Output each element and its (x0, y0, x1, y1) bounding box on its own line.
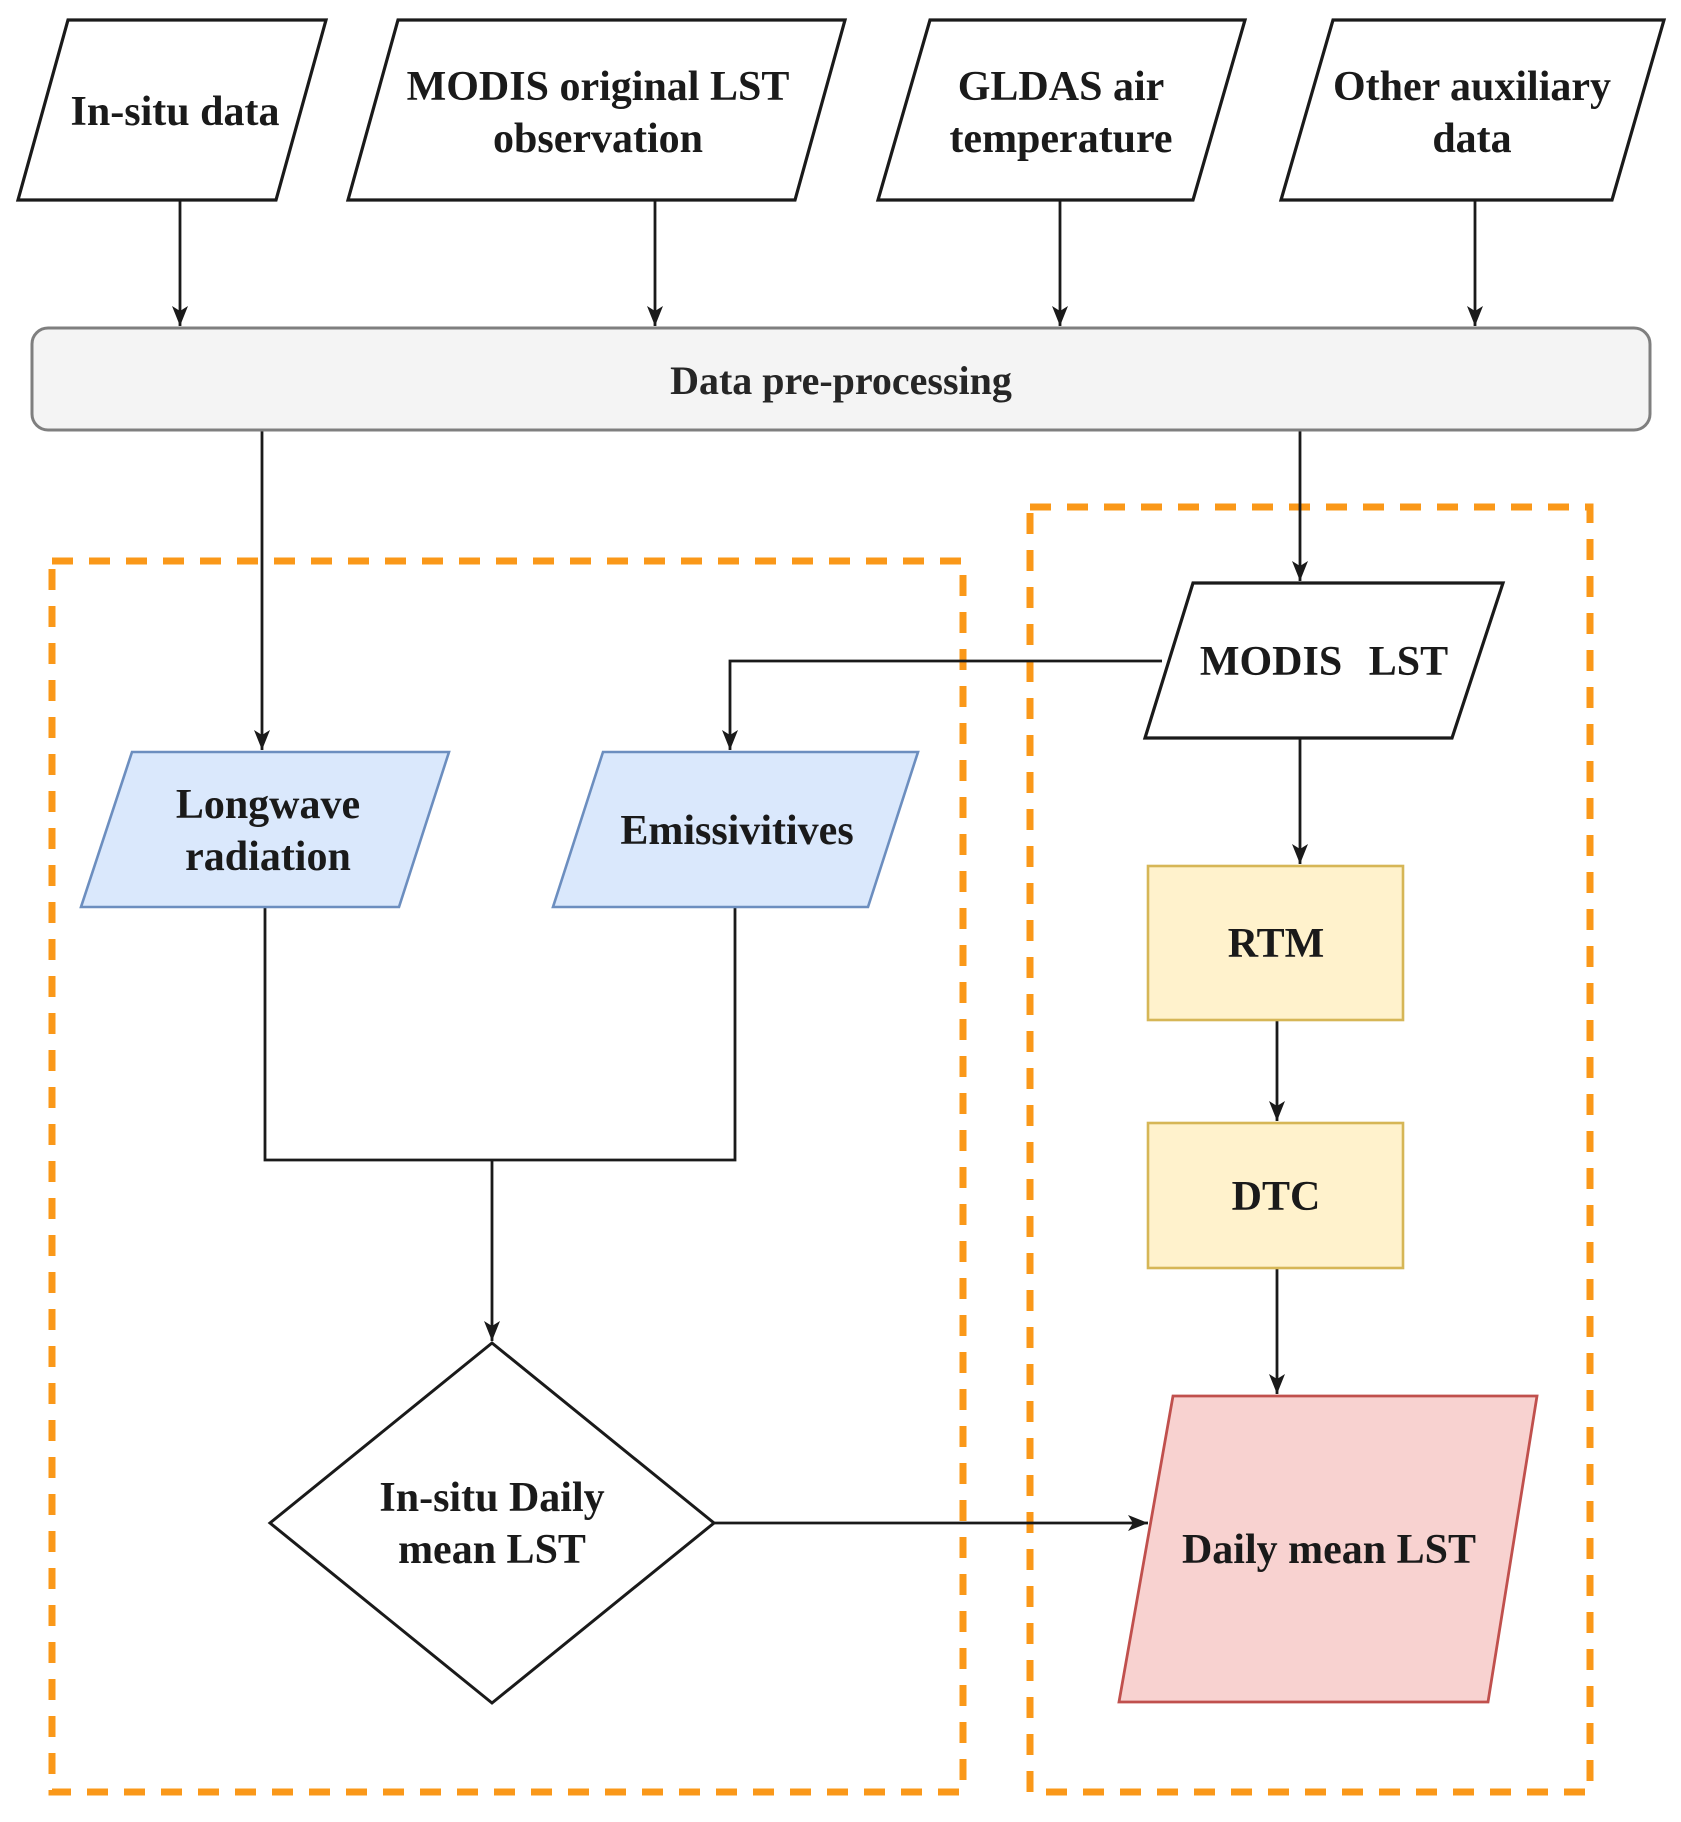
emissivities-label: Emissivitives (620, 808, 853, 854)
gldas-air-temperature-node (875, 18, 1248, 202)
daily-mean-lst-label: Daily mean LST (1182, 1527, 1476, 1573)
insitu-data-node (15, 18, 329, 202)
emissivities-node (551, 750, 920, 909)
other-auxiliary-label-line1: Other auxiliary (1333, 64, 1611, 110)
modis-lst-node (1142, 581, 1506, 740)
gldas-label-line2: temperature (949, 116, 1172, 162)
rtm-node (1146, 864, 1405, 1022)
insitu-daily-mean-lst-decision (267, 1341, 717, 1705)
dtc-label: DTC (1232, 1174, 1321, 1220)
modis-processing-group-box (1026, 503, 1594, 1796)
insitu-daily-label-line1: In-situ Daily (379, 1475, 604, 1521)
data-preprocessing-label: Data pre-processing (670, 358, 1012, 403)
longwave-label-line1: Longwave (176, 782, 360, 828)
insitu-daily-label-line2: mean LST (398, 1527, 586, 1573)
modis-original-lst-label-line2: observation (493, 116, 703, 162)
data-preprocessing-bar (30, 326, 1652, 432)
modis-lst-label: MODIS LST (1200, 639, 1448, 685)
insitu-data-label: In-situ data (71, 89, 280, 135)
daily-mean-lst-node (1117, 1394, 1539, 1704)
edge-modislst-to-emissivities (722, 659, 1162, 750)
longwave-radiation-node (79, 750, 451, 909)
dtc-node (1146, 1121, 1405, 1270)
rtm-label: RTM (1228, 921, 1325, 967)
modis-original-lst-label-line1: MODIS original LST (407, 64, 790, 110)
insitu-processing-group-box (48, 557, 967, 1796)
modis-original-lst-node (345, 18, 848, 202)
edge-merge-longwave-emissivities (263, 907, 737, 1162)
other-auxiliary-data-node (1278, 18, 1667, 202)
other-auxiliary-label-line2: data (1432, 116, 1511, 162)
gldas-label-line1: GLDAS air (958, 64, 1165, 110)
longwave-label-line2: radiation (185, 834, 351, 880)
